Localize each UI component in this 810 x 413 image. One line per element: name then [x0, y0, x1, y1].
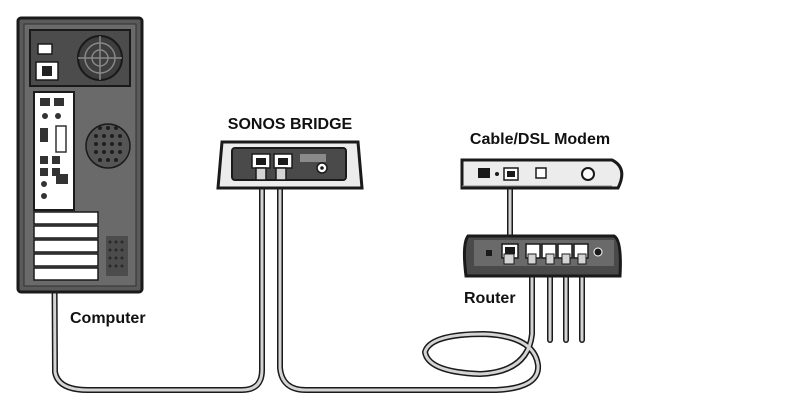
label-sonos-bridge: SONOS BRIDGE [228, 116, 353, 133]
psu-fan-icon [77, 35, 123, 81]
label-cable-dsl-modem: Cable/DSL Modem [470, 131, 610, 148]
sonos-bridge-device [216, 140, 364, 190]
bridge-power-jack-icon [316, 162, 328, 174]
router-device [462, 234, 622, 278]
vent-icon [85, 123, 131, 169]
bridge-ethernet-ports [251, 153, 293, 169]
io-panel [33, 91, 75, 211]
computer-tower [16, 16, 144, 294]
router-lan-ports [525, 243, 589, 265]
label-router: Router [464, 290, 516, 307]
cable-dsl-modem-device [460, 158, 624, 190]
expansion-slots [33, 211, 99, 281]
cable-bridge-to-router [277, 177, 542, 393]
power-supply [29, 29, 131, 87]
cable-computer-to-bridge [51, 175, 265, 393]
modem-ethernet-port [503, 167, 519, 181]
label-computer: Computer [70, 310, 146, 327]
bottom-vent [106, 236, 128, 276]
